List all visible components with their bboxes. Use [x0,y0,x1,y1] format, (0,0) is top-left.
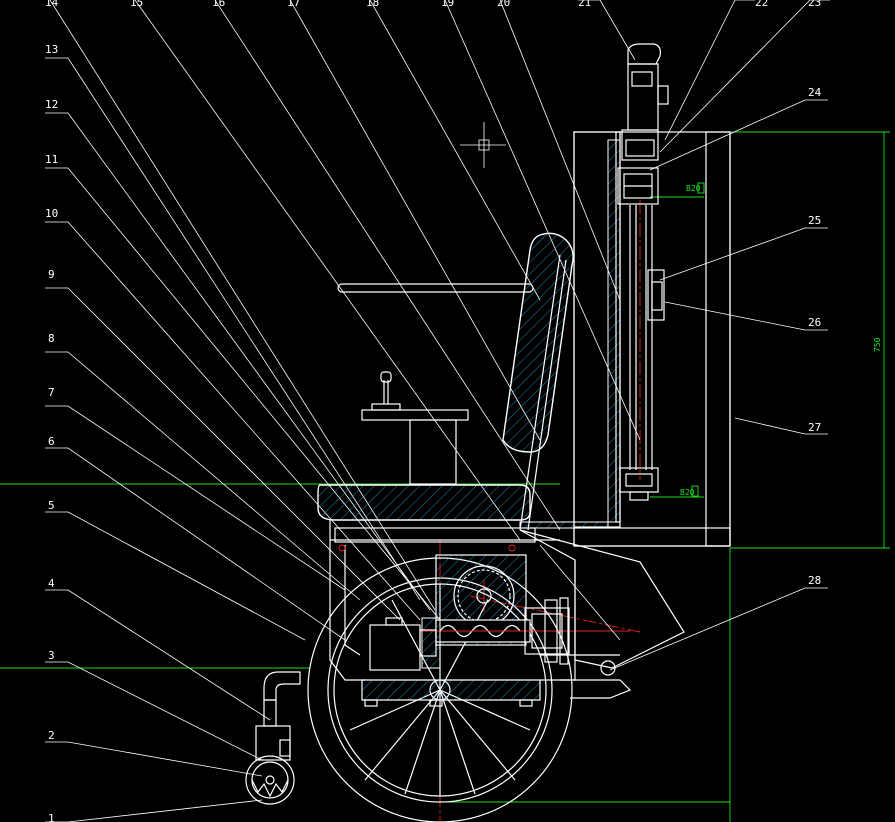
part-label: 27 [808,421,821,434]
part-label: 7 [48,386,55,399]
leader-lines [45,0,830,822]
part-label: 14 [45,0,59,9]
part-label: 10 [45,207,58,220]
gearbox [420,554,630,665]
joystick-console [361,371,469,485]
part-label: 8 [48,332,55,345]
part-label: 4 [48,577,55,590]
part-label: 15 [130,0,143,9]
part-label: 26 [808,316,821,329]
bearing-label-lower: B20 [680,488,695,497]
part-label: 23 [808,0,821,9]
part-label: 21 [578,0,591,9]
upper-bearing [617,129,659,205]
seat-cushion [317,484,531,552]
rear-bracket [519,529,685,669]
drive-motor [369,617,441,671]
part-label: 11 [45,153,58,166]
reference-lines [0,131,890,822]
part-label: 19 [441,0,454,9]
part-label: 22 [755,0,768,9]
armrest [337,283,534,293]
part-label: 9 [48,268,55,281]
part-label: 13 [45,43,58,56]
part-labels: 1 2 3 4 5 6 7 8 9 10 11 12 13 14 15 16 1… [45,0,822,822]
lower-frame [329,520,632,707]
part-label: 6 [48,435,55,448]
bearing-label-upper: B20 [686,184,701,193]
part-label: 28 [808,574,821,587]
dimension-annotations: B20 B20 750 [680,182,882,497]
front-caster [245,671,301,805]
part-label: 16 [212,0,225,9]
backrest [502,232,574,531]
lift-column [519,131,731,547]
part-label: 5 [48,499,55,512]
part-label: 12 [45,98,58,111]
part-label: 3 [48,649,55,662]
height-dimension: 750 [873,337,882,352]
part-label: 24 [808,86,822,99]
cad-cursor [460,122,506,168]
lift-motor [627,43,669,131]
lower-bearing [619,467,659,501]
part-label: 18 [366,0,379,9]
part-label: 17 [287,0,300,9]
part-label: 20 [497,0,510,9]
part-label: 2 [48,729,55,742]
part-label: 1 [48,812,55,822]
part-label: 25 [808,214,821,227]
